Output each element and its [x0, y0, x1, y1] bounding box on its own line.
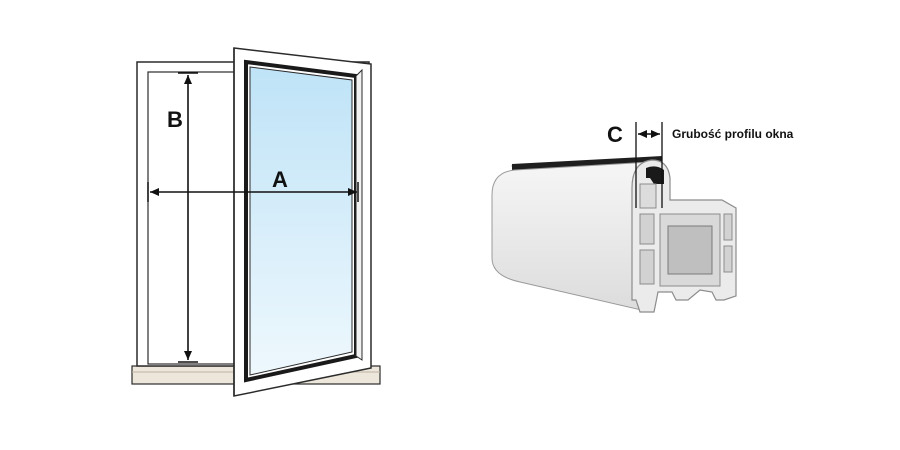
- dimension-a-label: A: [272, 167, 288, 192]
- glass-pane: [249, 66, 353, 376]
- dimension-b-label: B: [167, 107, 183, 132]
- profile-illustration: C Grubość profilu okna: [491, 122, 794, 313]
- dimension-b: [178, 72, 198, 363]
- profile-thickness-label: Grubość profilu okna: [672, 127, 794, 141]
- profile-gasket-strip: [512, 156, 662, 170]
- dimension-c-label: C: [607, 122, 623, 147]
- window-illustration: A B: [131, 47, 381, 397]
- profile-cross-section: [631, 159, 737, 313]
- dimension-c: [635, 122, 663, 208]
- profile-side-face: [491, 161, 651, 313]
- window-sash: [233, 47, 372, 397]
